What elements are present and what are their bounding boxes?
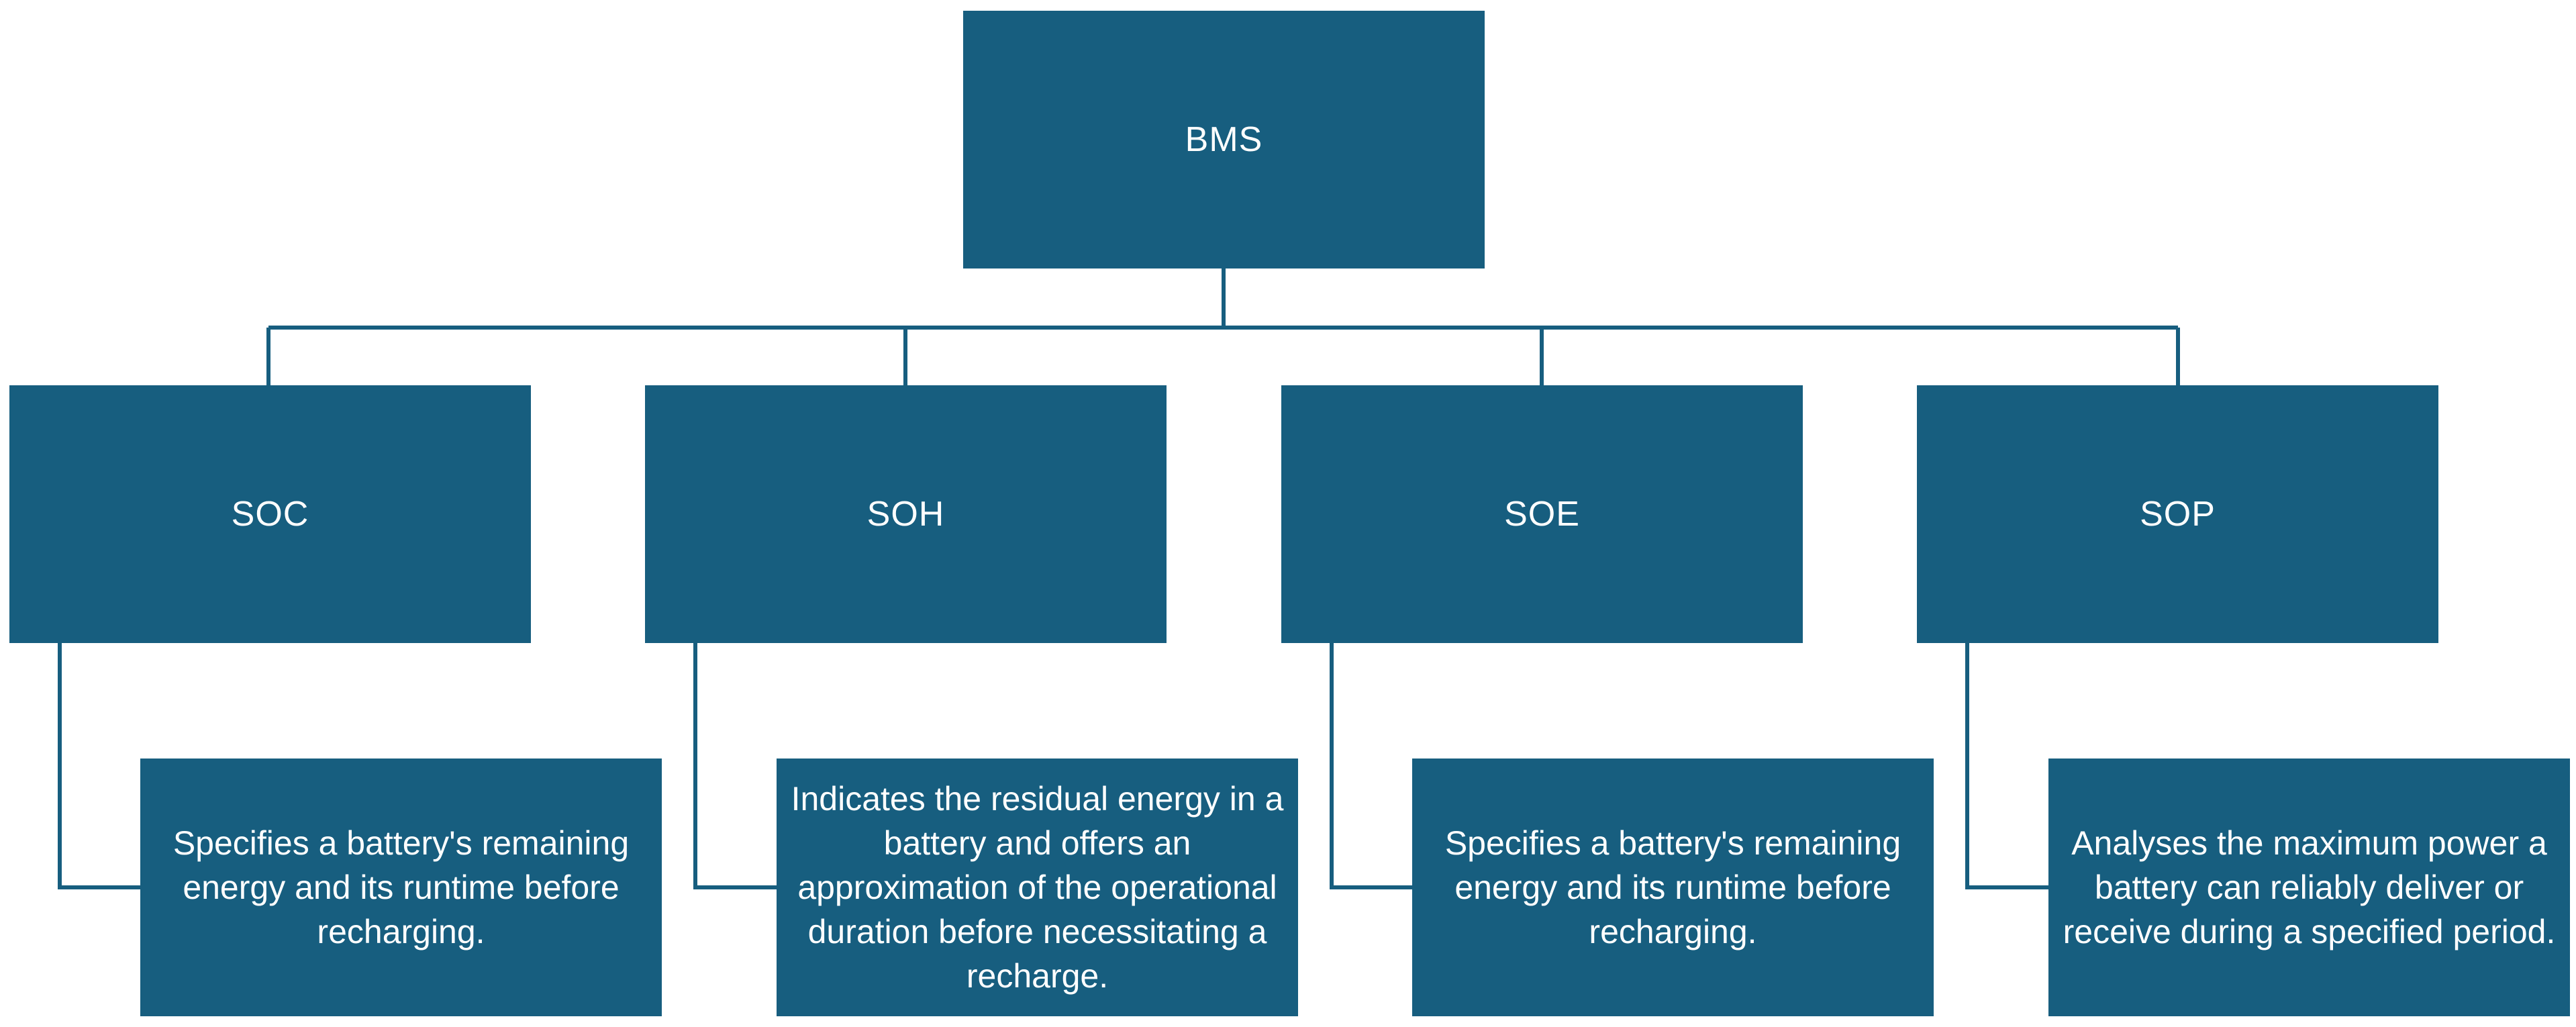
description-text-soe: Specifies a battery's remaining energy a… <box>1444 824 1901 950</box>
description-text-soc: Specifies a battery's remaining energy a… <box>172 824 630 950</box>
node-soe: SOE <box>1281 385 1803 643</box>
description-box-sop: Analyses the maximum power a battery can… <box>2048 759 2570 1016</box>
description-text-sop: Analyses the maximum power a battery can… <box>2063 824 2556 950</box>
node-label-soh: SOH <box>866 495 945 534</box>
node-label-sop: SOP <box>2140 495 2216 534</box>
node-soh: SOH <box>645 385 1167 643</box>
root-node-bms: BMS <box>963 11 1485 268</box>
connector-soh-desc <box>693 643 777 889</box>
connector-sop-desc <box>1965 643 2048 889</box>
description-box-soh: Indicates the residual energy in a batte… <box>777 759 1298 1016</box>
connector-soc-desc <box>58 643 140 889</box>
description-text-soh: Indicates the residual energy in a batte… <box>791 780 1284 995</box>
description-box-soc: Specifies a battery's remaining energy a… <box>140 759 662 1016</box>
connector-soe-desc <box>1330 643 1412 889</box>
node-sop: SOP <box>1917 385 2438 643</box>
node-label-soc: SOC <box>231 495 309 534</box>
description-box-soe: Specifies a battery's remaining energy a… <box>1412 759 1934 1016</box>
node-label-soe: SOE <box>1504 495 1580 534</box>
root-label: BMS <box>1185 120 1263 159</box>
node-soc: SOC <box>9 385 531 643</box>
